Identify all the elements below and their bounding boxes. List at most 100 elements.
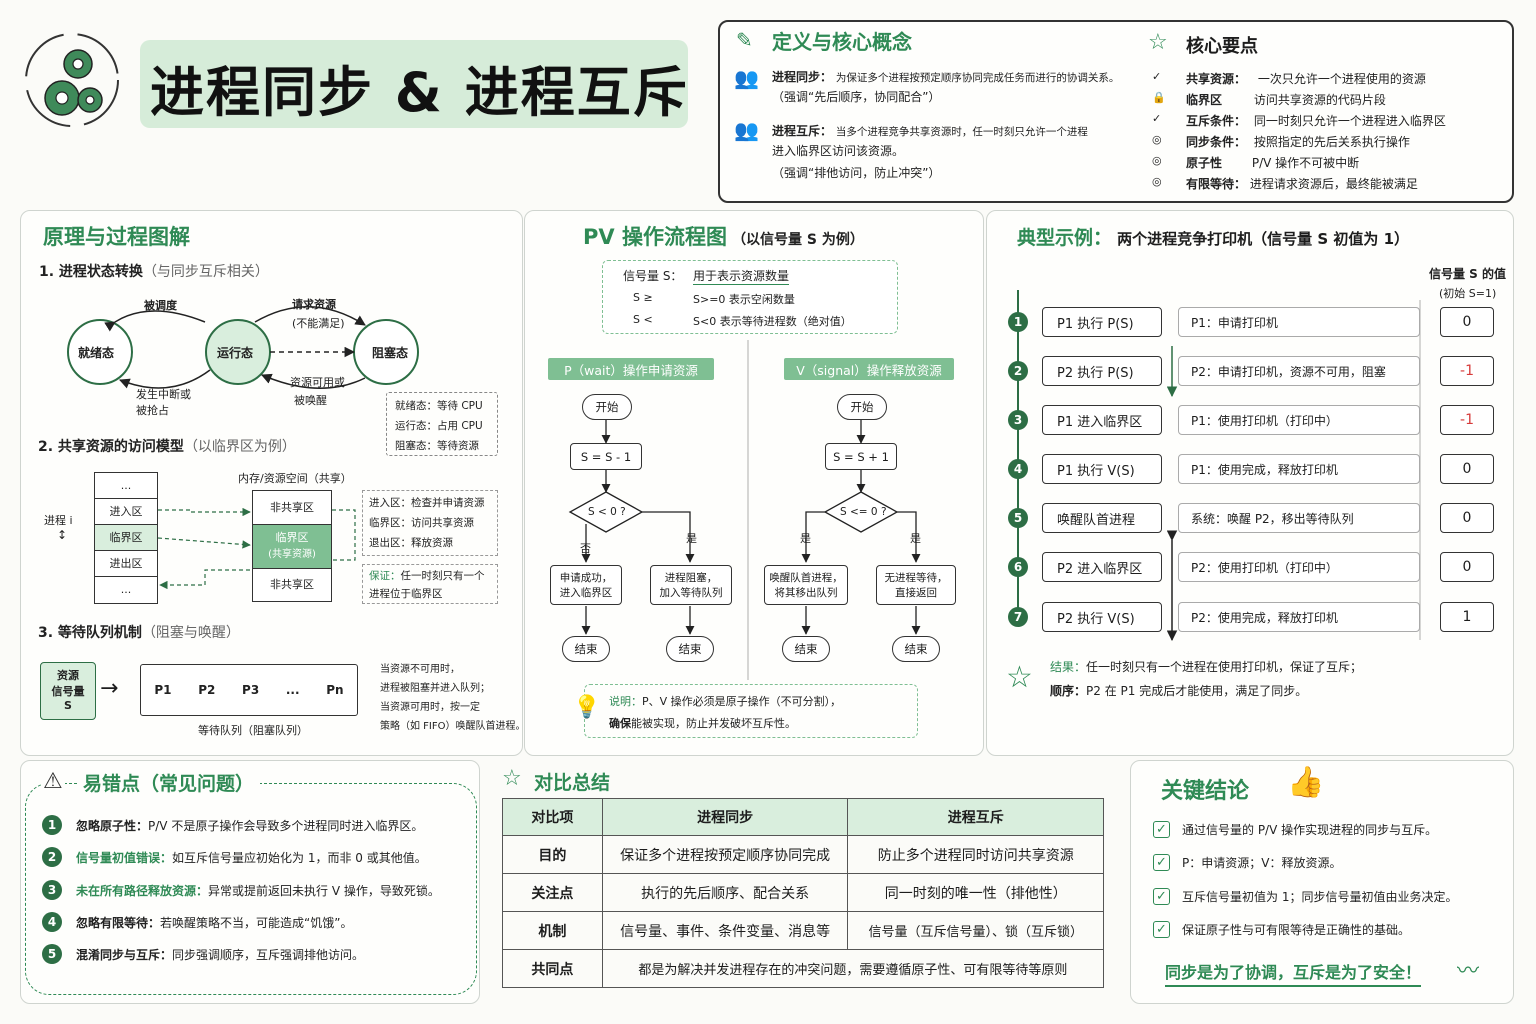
step-action: P1 进入临界区 [1042, 405, 1162, 435]
compare-row: 关注点 执行的先后顺序、配合关系 同一时刻的唯一性（排他性） [502, 873, 1104, 912]
pitfall-number: 1 [42, 815, 62, 835]
key-point-label: 原子性 [1186, 156, 1223, 170]
sync-definition: 进程同步： 为保证多个进程按预定顺序协同完成任务而进行的协调关系。 [772, 68, 1122, 85]
conclusion-item: ✓ P：申请资源；V：释放资源。 [1153, 854, 1341, 871]
example-heading-line: 典型示例： 两个进程竞争打印机（信号量 S 初值为 1） [1017, 223, 1409, 250]
key-point-label: 有限等待： [1186, 177, 1247, 191]
arrow-available-label: 资源可用或 [290, 376, 345, 389]
arrow-preempt-label: 发生中断或 [136, 388, 191, 401]
compare-table: 对比项 进程同步 进程互斥 目的 保证多个进程按预定顺序协同完成 防止多个进程同… [502, 798, 1105, 988]
compare-header-cell: 进程同步 [601, 798, 849, 836]
sem-def-label: 信号量 S： [623, 269, 683, 283]
semaphore-line: 信号量 [51, 685, 85, 698]
queue-notes: 当资源不可用时， 进程被阻塞并进入队列； 当资源可用时，按一定 策略（如 FIF… [380, 660, 526, 736]
example-heading-text: 两个进程竞争打印机（信号量 S 初值为 1） [1117, 230, 1410, 248]
checkbox-icon: ✓ [1153, 854, 1170, 871]
p-start-node: 开始 [582, 394, 632, 420]
principle-heading: 原理与过程图解 [43, 225, 190, 249]
compare-star-icon: ☆ [502, 766, 522, 791]
key-point-item: 有限等待： 进程请求资源后，最终能被满足 [1186, 175, 1418, 192]
conclusion-text: P：申请资源；V：释放资源。 [1182, 856, 1342, 870]
s-value-header: 信号量 S 的值 [1429, 267, 1506, 281]
arrow-request-label-2: (不能满足) [292, 317, 345, 330]
semaphore-box: 资源 信号量 S [40, 662, 96, 720]
zone-note: 进入区：检查并申请资源 [369, 497, 485, 509]
pencil-icon: ✎ [736, 28, 753, 52]
pitfalls-heading: 易错点（常见问题） [77, 769, 261, 796]
guarantee-text: 任一时刻只有一个 [400, 570, 485, 582]
pitfall-label: 混淆同步与互斥： [76, 948, 173, 962]
compare-cell: 同一时刻的唯一性（排他性） [847, 873, 1104, 912]
key-points-heading: 核心要点 [1186, 36, 1258, 57]
resource-row-critical: 临界区 (共享资源) [253, 525, 331, 569]
step-desc: P2：使用打印机（打印中） [1178, 552, 1420, 582]
state-running-label: 运行态 [217, 346, 254, 360]
pitfall-number: 4 [42, 912, 62, 932]
conclusion-item: ✓ 通过信号量的 P/V 操作实现进程的同步与互斥。 [1153, 821, 1437, 838]
definitions-heading: 定义与核心概念 [772, 30, 912, 54]
pitfall-item: 混淆同步与互斥：同步强调顺序，互斥强调排他访问。 [76, 946, 364, 963]
queue-item: P3 [242, 683, 260, 697]
step-s-value: -1 [1440, 405, 1494, 435]
v-yes-label-1: 是 [800, 532, 811, 545]
sem-pos-text: S>=0 表示空闲数量 [693, 293, 795, 306]
process-row: 进出区 [95, 551, 157, 577]
pitfall-label: 忽略原子性： [76, 819, 149, 833]
sem-neg-text: S<0 表示等待进程数（绝对值） [693, 315, 852, 328]
step-number: 5 [1008, 508, 1028, 528]
lock-icon: 🔒 [1152, 91, 1166, 104]
step-action: P2 执行 V(S) [1042, 602, 1162, 632]
sync-emphasis: （强调“先后顺序，协同配合”） [772, 90, 941, 104]
section-1-title: 1. 进程状态转换（与同步互斥相关） [39, 261, 269, 281]
mutex-text: 当多个进程竞争共享资源时，任一时刻只允许一个进程 [835, 126, 1088, 138]
queue-item: Pn [326, 683, 344, 697]
order-text: P2 在 P1 完成后才能使用，满足了同步。 [1086, 684, 1308, 698]
state-legend: 就绪态：等待 CPU 运行态：占用 CPU 阻塞态：等待资源 [386, 392, 498, 456]
step-number: 7 [1008, 607, 1028, 627]
compare-row: 机制 信号量、事件、条件变量、消息等 信号量（互斥信号量）、锁（互斥锁） [502, 911, 1104, 950]
pv-note-box: 💡 说明：P、V 操作必须是原子操作（不可分割）， 确保能被实现，防止并发破坏互… [573, 684, 918, 738]
p-cond-label: S < 0 ? [588, 506, 626, 518]
step-s-value: 0 [1440, 552, 1494, 582]
p-end-node-1: 结束 [562, 636, 610, 662]
v-cond-label: S <= 0 ? [840, 506, 887, 518]
checkbox-icon: ✓ [1153, 821, 1170, 838]
target-icon: ◎ [1152, 133, 1162, 146]
conclusion-text: 通过信号量的 P/V 操作实现进程的同步与互斥。 [1182, 823, 1438, 837]
step-desc: P1：使用打印机（打印中） [1178, 405, 1420, 435]
sem-neg-key: S < [633, 313, 653, 326]
pitfall-item: 未在所有路径释放资源：异常或提前返回未执行 V 操作，导致死锁。 [76, 882, 440, 899]
v-end-node-2: 结束 [892, 636, 940, 662]
compare-cell: 信号量（互斥信号量）、锁（互斥锁） [847, 911, 1104, 950]
legend-item: 运行态：占用 CPU [395, 420, 483, 432]
resource-row: 非共享区 [270, 578, 314, 591]
compare-panel: ☆ 对比总结 [482, 760, 1124, 1004]
section-3-title: 3. 等待队列机制（阻塞与唤醒） [38, 622, 240, 642]
process-row: ... [120, 583, 132, 596]
pitfall-text: 如互斥信号量应初始化为 1，而非 0 或其他值。 [172, 851, 427, 865]
step-action: P2 执行 P(S) [1042, 356, 1162, 386]
semaphore-def-box: 信号量 S： 用于表示资源数量 S ≥ S>=0 表示空闲数量 S < S<0 … [602, 260, 898, 334]
step-s-value: 0 [1440, 307, 1494, 337]
pitfalls-panel: ⚠ 易错点（常见问题） [20, 760, 480, 1004]
compare-cell: 机制 [502, 911, 603, 950]
v-yes-label-2: 是 [910, 532, 921, 545]
checkbox-icon: ✓ [1153, 888, 1170, 905]
step-number: 2 [1008, 361, 1028, 381]
step-action: P1 执行 P(S) [1042, 307, 1162, 337]
section-3-label: 3. 等待队列机制 [38, 625, 142, 641]
queue-item: P2 [198, 683, 216, 697]
queue-arrow: → [100, 676, 119, 701]
pv-note-text-2: 能被实现，防止并发破坏互斥性。 [631, 717, 796, 730]
arrow-request-label: 请求资源 [292, 298, 336, 311]
compare-heading: 对比总结 [534, 772, 611, 794]
compare-header-cell: 对比项 [502, 798, 603, 836]
queue-label: 等待队列（阻塞队列） [198, 724, 308, 737]
mutex-emphasis: （强调“排他访问，防止冲突”） [772, 166, 941, 180]
key-point-label: 临界区 [1186, 93, 1223, 107]
lightbulb-icon: 💡 [573, 695, 601, 720]
process-i-label: 进程 i [44, 514, 73, 527]
slogan: 同步是为了协调，互斥是为了安全！ [1165, 959, 1422, 987]
step-number: 4 [1008, 459, 1028, 479]
step-s-value: 0 [1440, 454, 1494, 484]
